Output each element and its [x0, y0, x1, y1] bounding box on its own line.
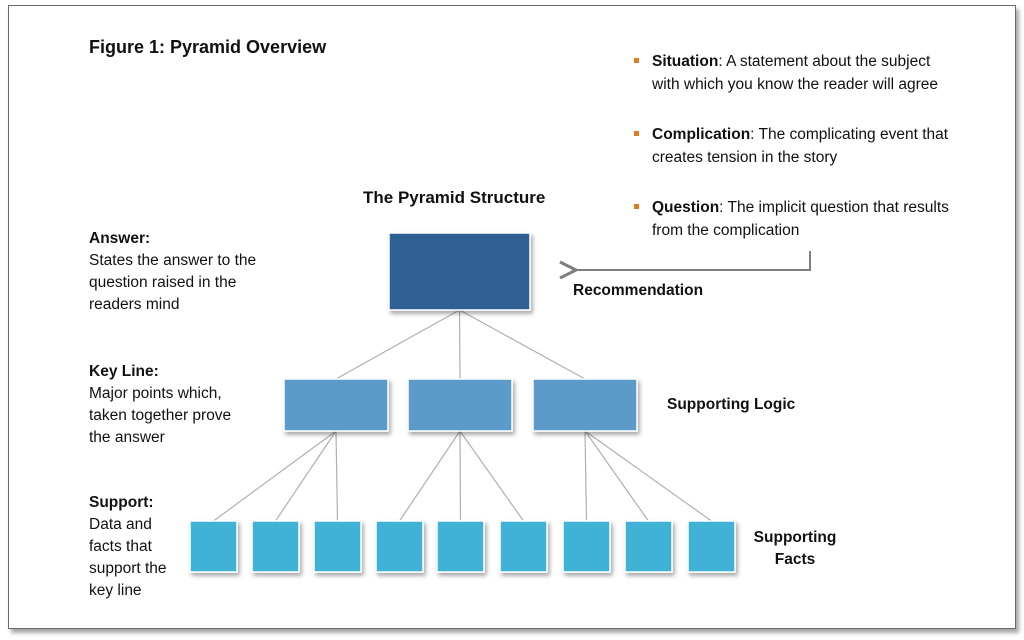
connector-line [584, 430, 588, 522]
bullet-situation: Situation: A statement about the subject… [634, 50, 1004, 96]
answer-line: readers mind [89, 296, 180, 313]
answer-box [388, 232, 531, 311]
bullet-square-icon [634, 204, 639, 209]
bullet-text: : A statement about the subject [718, 53, 931, 70]
answer-line: question raised in the [89, 274, 237, 291]
supporting-facts-line: Facts [774, 551, 816, 568]
support-line: Data and [89, 516, 152, 533]
connector-line [399, 430, 461, 522]
key-line-line: Major points which, [89, 385, 222, 402]
supporting-logic-label: Supporting Logic [667, 396, 796, 413]
support-fact-box [313, 520, 362, 573]
connector-line [459, 430, 524, 522]
support-label: Support: Data and facts that support the… [89, 492, 167, 602]
bullet-square-icon [634, 131, 639, 136]
support-line: facts that [89, 538, 152, 555]
connector-line [275, 430, 337, 522]
pyramid-boxes [189, 232, 736, 573]
support-fact-box [251, 520, 300, 573]
connector-line [459, 430, 462, 522]
support-line: key line [89, 582, 142, 599]
answer-heading: Answer: [89, 230, 151, 247]
connector-line [335, 430, 339, 522]
connector-line [458, 309, 461, 380]
support-fact-box [562, 520, 611, 573]
key-line-box [283, 378, 389, 432]
bullet-square-icon [634, 58, 639, 63]
support-fact-box [436, 520, 485, 573]
figure-title: Figure 1: Pyramid Overview [89, 37, 327, 57]
support-fact-box [499, 520, 548, 573]
key-line-line: the answer [89, 429, 165, 446]
supporting-facts-label: Supporting Facts [749, 527, 841, 571]
bullet-term: Situation [652, 53, 719, 70]
key-line-line: taken together prove [89, 407, 232, 424]
bullet-complication: Complication: The complicating event tha… [634, 123, 1004, 169]
support-fact-box [624, 520, 673, 573]
support-fact-box [189, 520, 238, 573]
support-fact-box [687, 520, 736, 573]
recommendation-arrow [574, 251, 811, 270]
answer-line: States the answer to the [89, 252, 257, 269]
key-line-box [532, 378, 638, 432]
bullet-text-line2: from the complication [652, 222, 800, 239]
connector-lines [213, 309, 712, 522]
bullet-term: Complication [652, 126, 751, 143]
connector-line [459, 309, 586, 380]
bullet-question: Question: The implicit question that res… [634, 196, 1004, 242]
bullet-list: Situation: A statement about the subject… [634, 50, 1004, 269]
key-line-box [407, 378, 513, 432]
support-fact-box [375, 520, 424, 573]
key-line-heading: Key Line: [89, 363, 159, 380]
pyramid-title: The Pyramid Structure [363, 188, 546, 207]
support-line: support the [89, 560, 167, 577]
answer-label: Answer: States the answer to the questio… [89, 228, 256, 316]
recommendation-label: Recommendation [573, 282, 704, 299]
key-line-label: Key Line: Major points which, taken toge… [89, 361, 231, 449]
bullet-text-line2: creates tension in the story [652, 149, 838, 166]
connector-line [335, 309, 460, 380]
supporting-facts-line: Supporting [753, 529, 837, 546]
bullet-term: Question [652, 199, 720, 216]
bullet-text: : The implicit question that results [719, 199, 949, 216]
bullet-text-line2: with which you know the reader will agre… [652, 76, 939, 93]
connector-line [213, 430, 337, 522]
connector-line [584, 430, 649, 522]
connector-line [584, 430, 712, 522]
bullet-text: : The complicating event that [750, 126, 949, 143]
support-heading: Support: [89, 494, 154, 511]
